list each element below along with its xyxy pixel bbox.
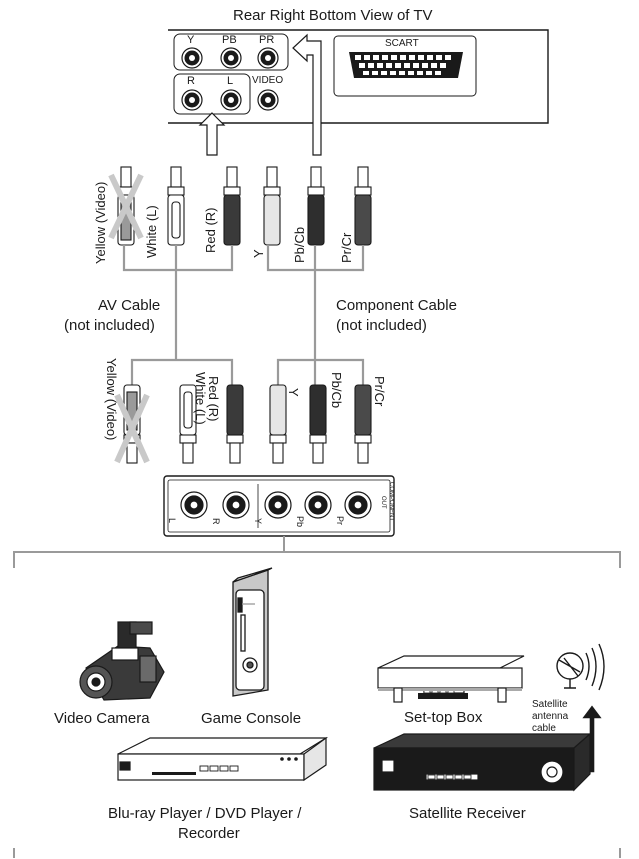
panel-label-pr: Pr: [335, 516, 345, 525]
top-y-plug: [263, 166, 281, 246]
scart-pins: [355, 55, 451, 75]
component-cable-name: Component Cable: [336, 297, 457, 314]
bottom-red-plug: [226, 384, 244, 464]
tv-jack-label-video: VIDEO: [252, 75, 284, 86]
component-cable-note: (not included): [336, 317, 427, 334]
top-red-plug: [223, 166, 241, 246]
tv-jack-label-r: R: [187, 75, 195, 87]
panel-label-component: COMPONENT: [388, 482, 394, 521]
tv-jack-label-pb: PB: [222, 34, 237, 46]
top-pb-plug: [307, 166, 325, 246]
panel-label-pb: Pb: [295, 516, 305, 528]
panel-label-l: L: [167, 518, 177, 524]
bluray-label-line1: Blu-ray Player / DVD Player /: [108, 805, 302, 822]
bottom-y-label: Y: [286, 388, 301, 397]
tv-jack-label-y: Y: [187, 34, 195, 46]
av-up-arrow: [198, 112, 226, 156]
satellite-antenna-label-2: antenna: [532, 711, 569, 722]
top-pr-label: Pr/Cr: [339, 232, 354, 263]
game-console-image: [232, 567, 273, 697]
bottom-yellow-label: Yellow (Video): [104, 358, 119, 441]
bottom-pr-label: Pr/Cr: [372, 376, 387, 407]
bluray-player-image: [117, 736, 329, 782]
top-plug-row: [108, 166, 372, 246]
tv-jack-label-l: L: [227, 75, 234, 87]
satellite-antenna-label-1: Satellite: [532, 699, 568, 710]
satellite-antenna-label-3: cable: [532, 723, 556, 734]
video-camera-image: [79, 621, 165, 701]
bluray-label-line2: Recorder: [178, 825, 240, 842]
component-bent-arrow: [292, 33, 322, 156]
top-white-plug: [167, 166, 185, 246]
av-cable-name: AV Cable: [98, 297, 161, 314]
set-top-box-image: [377, 655, 525, 703]
top-red-label: Red (R): [203, 207, 218, 253]
bottom-plug-row: [114, 384, 372, 464]
top-yellow-label: Yellow (Video): [93, 181, 108, 264]
panel-label-r: R: [211, 518, 221, 525]
bottom-pb-plug: [309, 384, 327, 464]
satellite-dish-icon: [556, 643, 605, 691]
panel-label-out: OUT: [380, 496, 386, 509]
bottom-yellow-plug: [114, 384, 150, 464]
cables: [122, 245, 365, 385]
tv-jacks: [181, 47, 279, 111]
tv-jack-label-pr: PR: [259, 34, 275, 46]
bottom-pb-label: Pb/Cb: [329, 372, 344, 409]
video-camera-label: Video Camera: [54, 710, 150, 727]
top-pr-plug: [354, 166, 372, 246]
panel-label-y: Y: [253, 518, 263, 525]
device-output-panel: [163, 475, 395, 537]
tv-view-title: Rear Right Bottom View of TV: [233, 7, 433, 24]
game-console-label: Game Console: [201, 710, 302, 727]
bottom-y-plug: [269, 384, 287, 464]
av-cable-note: (not included): [64, 317, 155, 334]
bottom-red-label: Red (R): [206, 376, 221, 422]
scart-label: SCART: [385, 38, 419, 49]
bottom-white-plug: [179, 384, 197, 464]
satellite-receiver-label: Satellite Receiver: [409, 805, 526, 822]
top-yellow-plug: [108, 166, 144, 246]
satellite-receiver-image: [373, 732, 592, 792]
top-white-label: White (L): [144, 205, 159, 258]
bottom-pr-plug: [354, 384, 372, 464]
devices-bracket: [13, 536, 621, 568]
top-y-label: Y: [251, 249, 266, 258]
top-pb-label: Pb/Cb: [292, 226, 307, 263]
set-top-box-label: Set-top Box: [404, 709, 483, 726]
